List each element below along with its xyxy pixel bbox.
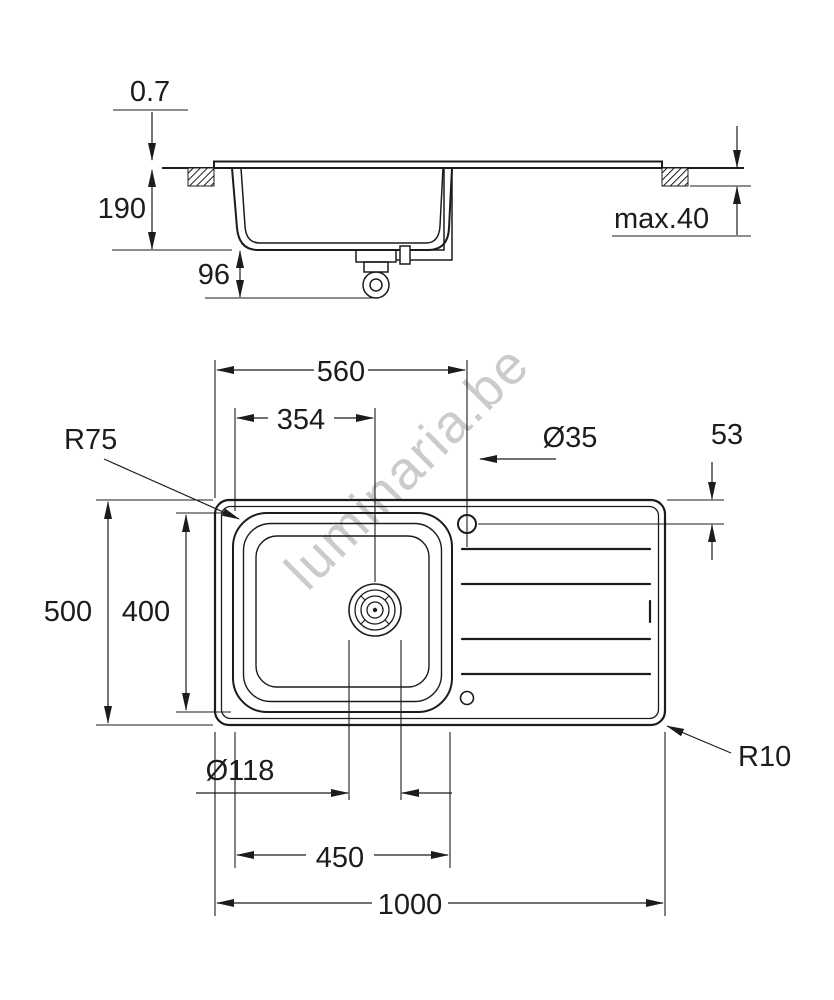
label-outer-corner-radius: R10 — [738, 741, 791, 773]
bowl-rim-outer — [232, 512, 453, 713]
plan-extension-lines — [96, 360, 724, 916]
sink-rim-profile — [213, 160, 663, 168]
label-bowl-length: 450 — [316, 842, 364, 874]
bowl-bottom-edge — [255, 535, 430, 688]
label-bowl-corner-radius: R75 — [64, 424, 117, 456]
label-tap-center-from-left: 560 — [317, 356, 365, 388]
label-bowl-width: 400 — [122, 596, 170, 628]
label-bowl-depth: 190 — [98, 193, 146, 225]
bowl-section-inner-wall — [240, 167, 444, 244]
plan-view: 560 354 Ø35 53 R75 500 400 Ø118 450 1000… — [44, 356, 791, 921]
label-drain-height: 96 — [198, 259, 230, 291]
drain-fitting-upper — [355, 249, 397, 263]
bowl-section-outer-wall — [231, 167, 453, 251]
drain-circle-outer — [348, 583, 402, 637]
overflow-pipe — [396, 168, 453, 261]
sink-outline-outer — [213, 498, 667, 727]
drain-fitting-lower — [363, 261, 389, 273]
sink-outline-inner — [220, 505, 660, 720]
dim-r75-leader — [103, 458, 240, 520]
drain-grate-ticks — [360, 595, 390, 625]
watermark: luminaria.be — [274, 334, 541, 601]
drain-flange-inner — [369, 278, 383, 292]
counter-section-hatch-right — [661, 167, 689, 187]
drain-center-dot — [372, 607, 378, 613]
label-sheet-thickness: 0.7 — [130, 76, 170, 108]
dim-r10-leader — [666, 725, 732, 754]
drainer-grooves — [460, 547, 652, 676]
section-view: 0.7 190 96 max.40 — [98, 76, 751, 299]
label-max-counter-thickness: max.40 — [614, 203, 709, 235]
drain-flange-outer — [362, 271, 390, 299]
secondary-hole — [459, 690, 475, 706]
watermark-text: luminaria.be — [274, 334, 541, 601]
label-overall-length: 1000 — [378, 889, 443, 921]
label-drain-diameter: Ø118 — [206, 755, 275, 787]
counter-section-hatch-left — [187, 167, 215, 187]
label-overall-width: 500 — [44, 596, 92, 628]
bowl-rim-middle — [242, 522, 443, 703]
label-tap-hole-diameter: Ø35 — [543, 422, 598, 454]
drain-circle-2 — [354, 589, 396, 631]
drain-circle-inner — [366, 601, 384, 619]
pipe-union-nut — [399, 245, 411, 265]
drain-circle-3 — [360, 595, 390, 625]
section-extension-lines — [112, 109, 751, 299]
label-drain-center-from-left: 354 — [277, 404, 325, 436]
label-tap-center-from-top: 53 — [711, 419, 743, 451]
